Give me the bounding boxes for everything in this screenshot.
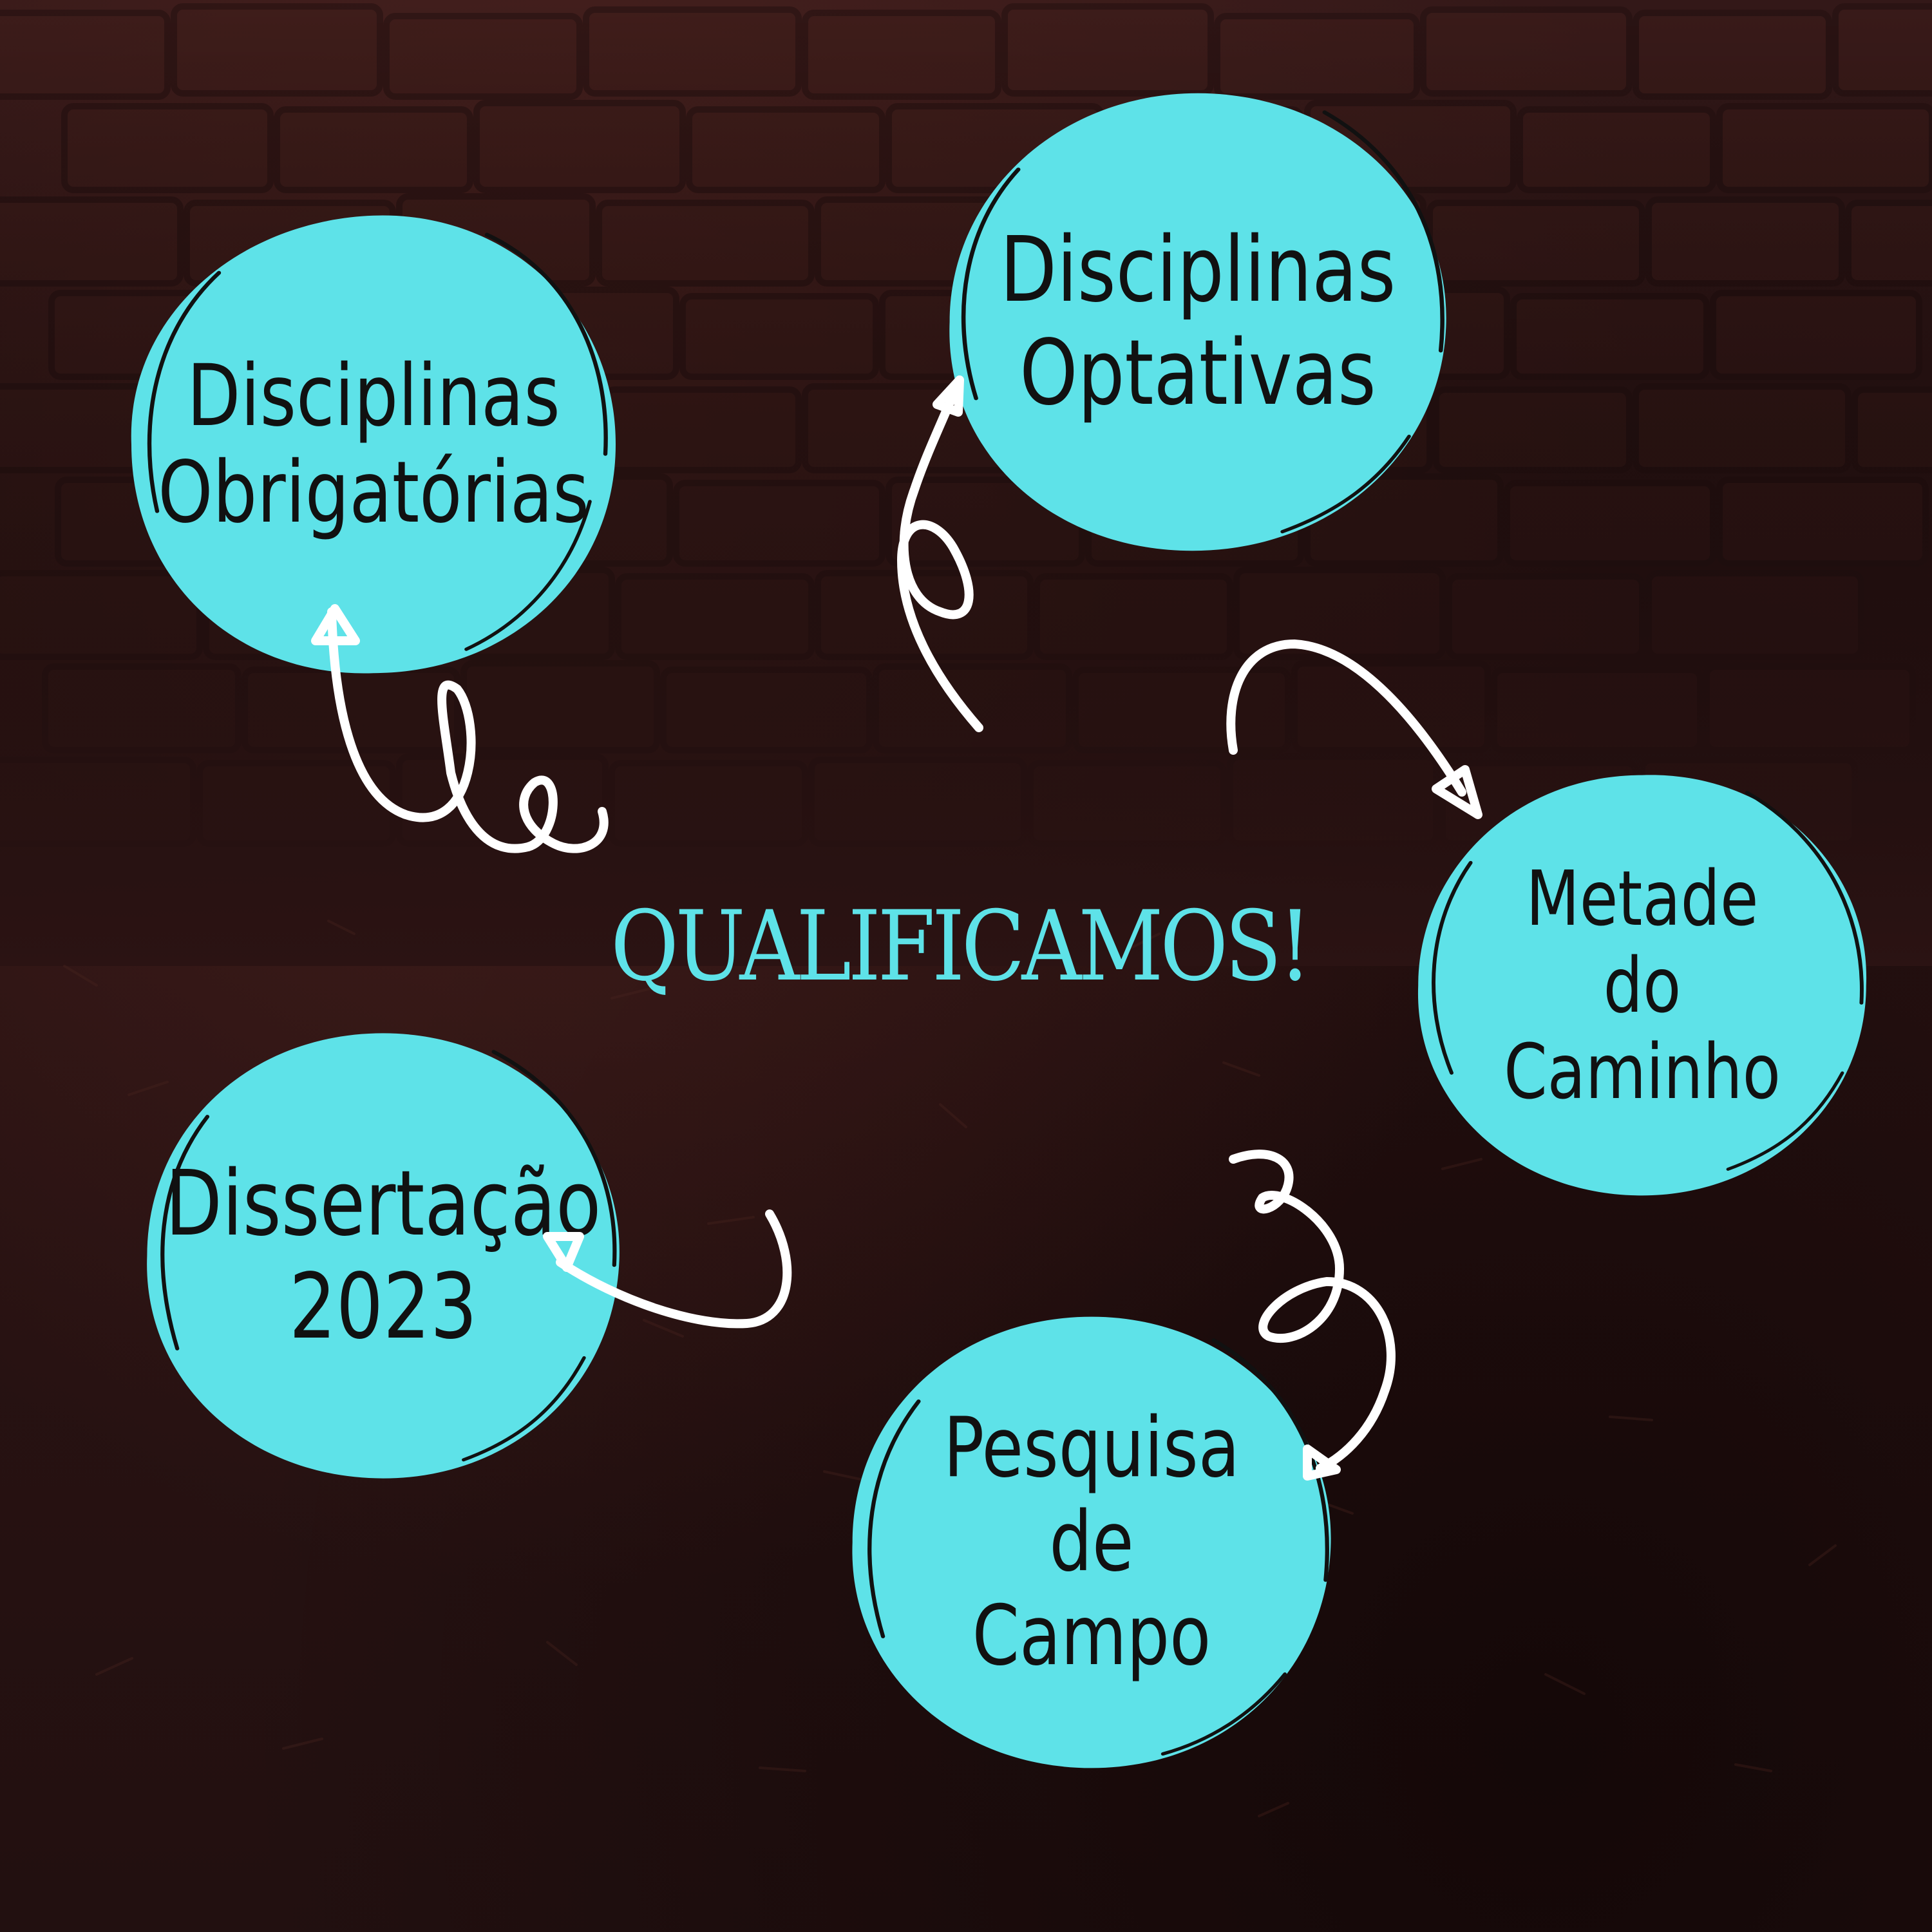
node-disciplinas-optativas: Disciplinas Optativas xyxy=(934,84,1462,560)
node-label-line: 2023 xyxy=(289,1255,478,1359)
center-title: QUALIFICAMOS! xyxy=(611,891,1312,1003)
circle-blob xyxy=(147,1033,620,1479)
node-dissertacao-2023: Dissertação 2023 xyxy=(132,1024,634,1488)
circle-blob xyxy=(949,93,1446,551)
circle-blob xyxy=(1417,775,1867,1196)
node-label-line: Metade xyxy=(1526,854,1759,943)
node-label-line: Disciplinas xyxy=(187,346,560,446)
node-metade-do-caminho: Metade do Caminho xyxy=(1404,766,1880,1204)
node-label-line: do xyxy=(1603,940,1681,1030)
node-label-line: Caminho xyxy=(1504,1027,1781,1117)
node-label-line: de xyxy=(1049,1494,1134,1591)
node-label-line: Dissertação xyxy=(165,1151,601,1257)
node-label-line: Optativas xyxy=(1019,321,1376,426)
node-label-line: Disciplinas xyxy=(999,218,1396,323)
node-disciplinas-obrigatorias: Disciplinas Obrigatórias xyxy=(116,206,631,683)
circle-blob xyxy=(131,215,616,674)
node-label-line: Pesquisa xyxy=(943,1400,1240,1497)
node-label-line: Obrigatórias xyxy=(158,443,589,542)
node-pesquisa-de-campo: Pesquisa de Campo xyxy=(837,1307,1346,1777)
node-label-line: Campo xyxy=(972,1587,1211,1684)
